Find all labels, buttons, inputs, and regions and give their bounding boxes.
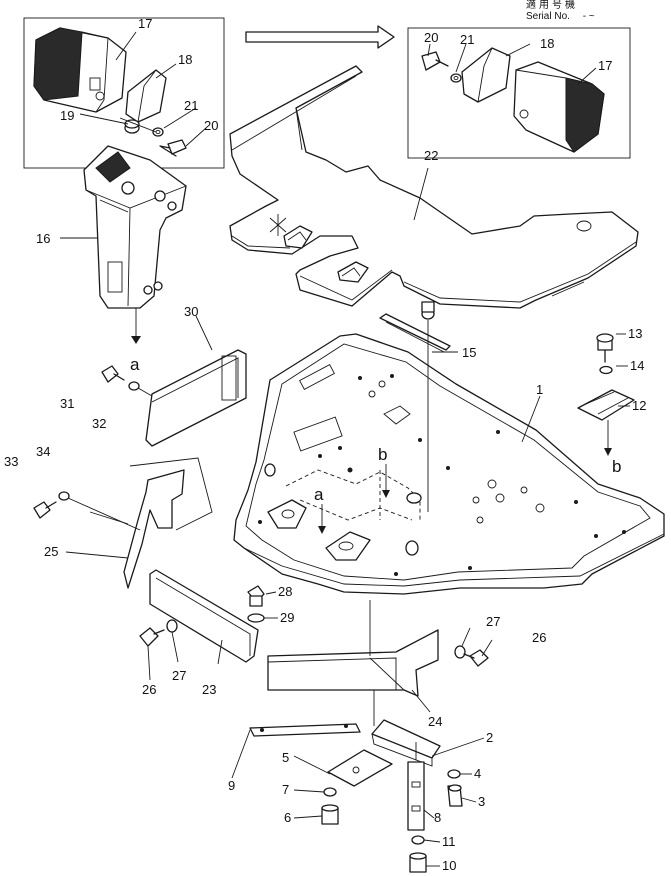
- callout-15: 15: [462, 345, 476, 360]
- serial-en-label: Serial No. - ~: [526, 11, 666, 22]
- callout-32: 32: [92, 416, 106, 431]
- callout-4: 4: [474, 766, 481, 781]
- callout-24: 24: [428, 714, 442, 729]
- serial-en-text: Serial No.: [526, 11, 570, 22]
- callout-12: 12: [632, 398, 646, 413]
- callout-17-r: 17: [598, 58, 612, 73]
- callout-6: 6: [284, 810, 291, 825]
- callout-26-r: 26: [532, 630, 546, 645]
- callout-13: 13: [628, 326, 642, 341]
- callout-18: 18: [178, 52, 192, 67]
- lower-center-plate: [267, 600, 489, 697]
- callout-1: 1: [536, 382, 543, 397]
- lower-side-plate: [139, 569, 265, 663]
- ref-a-upper: a: [130, 355, 140, 374]
- callout-25: 25: [44, 544, 58, 559]
- callout-27: 27: [172, 668, 186, 683]
- callout-20-r: 20: [424, 30, 438, 45]
- main-frame: [233, 333, 665, 595]
- inset-box-left: [23, 17, 225, 169]
- ref-b-frame: b: [378, 445, 387, 464]
- steering-stand: [83, 145, 187, 344]
- callout-labels: 17 18 19 21 20 20 21 18 17 22 16 30 a 15…: [4, 16, 646, 873]
- callout-33: 33: [4, 454, 18, 469]
- callout-9: 9: [228, 778, 235, 793]
- callout-21: 21: [184, 98, 198, 113]
- callout-2: 2: [486, 730, 493, 745]
- serial-jp-label: 適用号機: [526, 0, 578, 11]
- side-plate: [33, 457, 213, 589]
- callout-22: 22: [424, 148, 438, 163]
- serial-range: - ~: [582, 11, 595, 22]
- callout-27-r: 27: [486, 614, 500, 629]
- callout-20: 20: [204, 118, 218, 133]
- serial-number-box: 適用号機 Serial No. - ~: [526, 0, 666, 22]
- inset-box-right: [407, 27, 631, 159]
- callout-10: 10: [442, 858, 456, 873]
- transition-arrow: [245, 25, 395, 49]
- callout-8: 8: [434, 810, 441, 825]
- callout-23: 23: [202, 682, 216, 697]
- callout-19: 19: [60, 108, 74, 123]
- callout-26: 26: [142, 682, 156, 697]
- ref-b-right: b: [612, 457, 621, 476]
- callout-29: 29: [280, 610, 294, 625]
- callout-7: 7: [282, 782, 289, 797]
- callout-14: 14: [630, 358, 644, 373]
- right-bracket: [577, 333, 635, 456]
- callout-17: 17: [138, 16, 152, 31]
- callout-28: 28: [278, 584, 292, 599]
- leader-lines: [60, 31, 630, 867]
- callout-11: 11: [442, 834, 456, 849]
- floor-mat: [229, 65, 639, 309]
- bracket-plate: [101, 349, 247, 447]
- callout-21-r: 21: [460, 32, 474, 47]
- cover-strip: [379, 301, 451, 512]
- lower-fasteners: [249, 690, 463, 873]
- callout-30: 30: [184, 304, 198, 319]
- callout-31: 31: [60, 396, 74, 411]
- callout-16: 16: [36, 231, 50, 246]
- callout-5: 5: [282, 750, 289, 765]
- ref-a-frame: a: [314, 485, 324, 504]
- callout-18-r: 18: [540, 36, 554, 51]
- callout-34: 34: [36, 444, 50, 459]
- callout-3: 3: [478, 794, 485, 809]
